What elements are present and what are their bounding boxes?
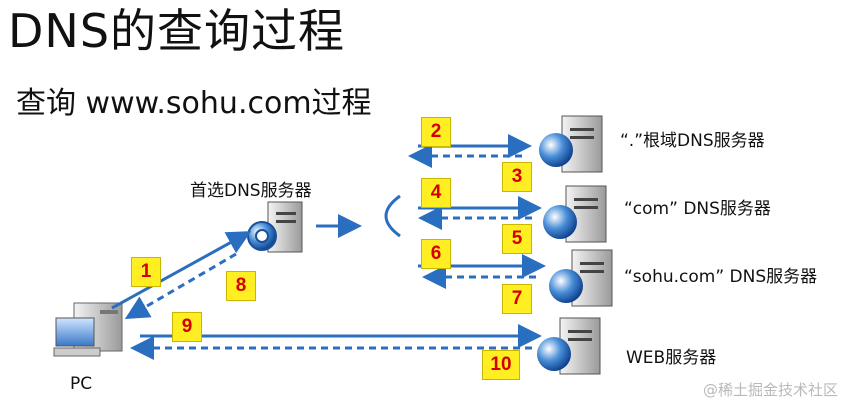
arrow-step-1: [111, 231, 252, 310]
web-server-label: WEB服务器: [626, 348, 717, 368]
step-badge-3: 3: [502, 162, 532, 192]
sohu-dns-label: “sohu.com” DNS服务器: [624, 267, 818, 287]
arrow-step-8: [124, 252, 237, 320]
step-badge-10: 10: [482, 350, 520, 380]
step-badge-1: 1: [131, 257, 161, 287]
step-badge-4: 4: [421, 178, 451, 208]
step-badge-9: 9: [172, 312, 202, 342]
step-badge-7: 7: [502, 284, 532, 314]
pc-icon: [53, 302, 123, 357]
pc-label: PC: [70, 374, 93, 394]
page-title: DNS的查询过程: [8, 4, 346, 58]
step-badge-8: 8: [226, 271, 256, 301]
step-badge-2: 2: [421, 117, 451, 147]
iteration-bracket: [384, 194, 401, 238]
com-dns-server-icon: [543, 185, 607, 243]
local-dns-label: 首选DNS服务器: [190, 181, 312, 201]
step-badge-5: 5: [502, 224, 532, 254]
step-badge-6: 6: [421, 239, 451, 269]
root-dns-server-icon: [539, 115, 603, 173]
watermark: @稀土掘金技术社区: [702, 381, 838, 399]
sohu-dns-server-icon: [549, 249, 613, 307]
root-dns-label: “.”根域DNS服务器: [620, 131, 765, 151]
page-subtitle: 查询 www.sohu.com过程: [16, 86, 372, 121]
com-dns-label: “com” DNS服务器: [624, 199, 771, 219]
local-dns-server-icon: [247, 201, 303, 253]
web-server-icon: [537, 317, 601, 375]
